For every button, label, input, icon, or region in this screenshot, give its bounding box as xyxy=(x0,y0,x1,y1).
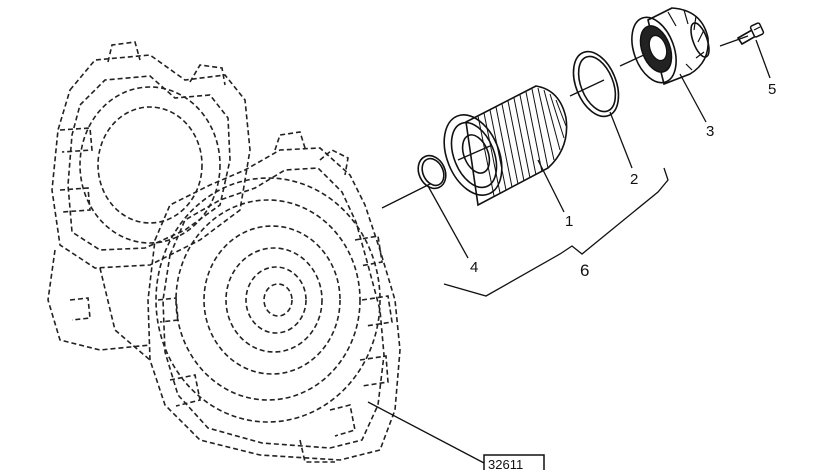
leader-1 xyxy=(537,159,565,213)
o-ring-small xyxy=(417,154,447,190)
leader-2 xyxy=(609,111,633,169)
leader-4 xyxy=(427,185,469,259)
callout-1: 1 xyxy=(565,213,573,230)
o-ring-large xyxy=(572,50,620,118)
filter-cover xyxy=(631,7,710,86)
assembly-axis-right xyxy=(619,53,647,67)
reference-number: 32611 xyxy=(488,457,523,470)
assembly-axis-screw xyxy=(719,35,749,47)
assembly-axis-left xyxy=(381,183,431,209)
callout-6: 6 xyxy=(580,261,589,280)
leader-ref xyxy=(367,401,485,464)
screw xyxy=(736,22,765,46)
leader-5 xyxy=(755,39,771,79)
callout-4: 4 xyxy=(470,259,478,276)
kit-bracket xyxy=(443,167,669,297)
filter-element xyxy=(443,85,568,207)
callout-3: 3 xyxy=(706,123,714,140)
phantom-housing xyxy=(47,41,401,463)
assembly-axis-mid xyxy=(569,79,605,97)
leader-3 xyxy=(679,73,707,123)
callout-5: 5 xyxy=(768,81,776,98)
callout-2: 2 xyxy=(630,171,638,188)
